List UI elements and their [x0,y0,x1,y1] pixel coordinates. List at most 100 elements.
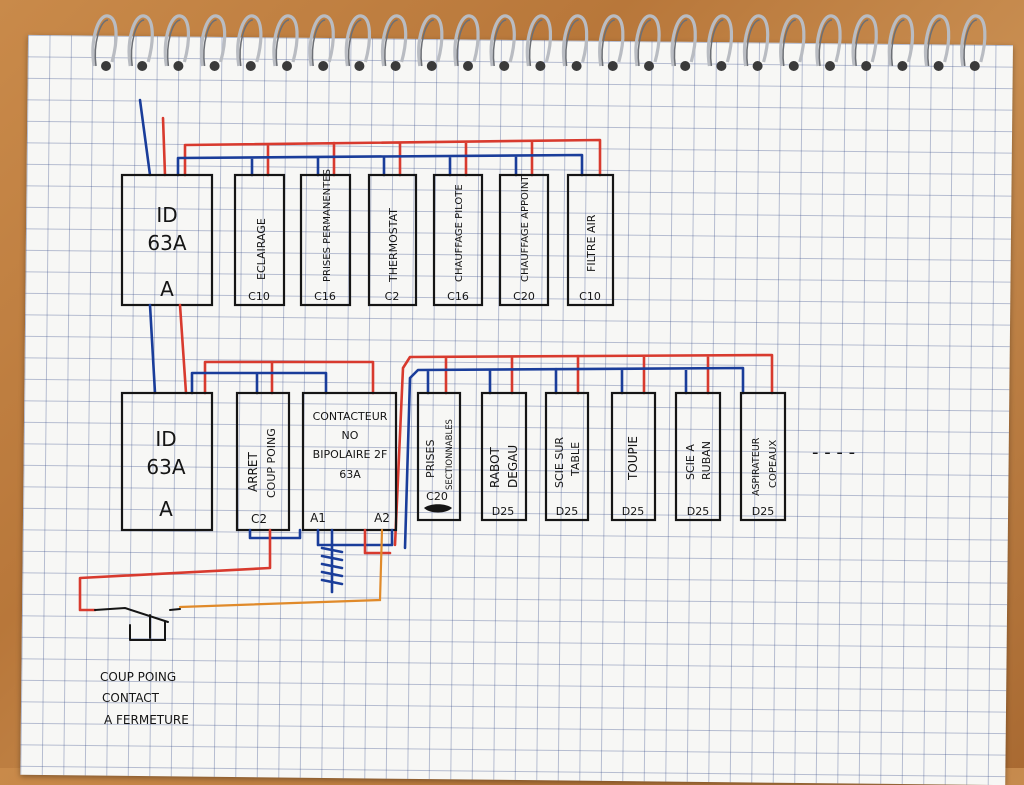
breaker-rating: C2 [385,290,400,303]
breaker-label: CHAUFFAGE PILOTE [454,184,465,282]
breaker-rating: C20 [513,290,535,303]
row2-neutral-bus-left [190,371,328,395]
arret-rating: C2 [251,512,267,526]
breaker-label1: ASPIRATEUR [751,437,762,496]
row2-breaker: SCIE SUR TABLE D25 [544,391,590,522]
binding-ring [417,14,444,67]
breaker-rating: D25 [556,505,578,518]
breaker-rating: C10 [579,290,601,303]
binding-hole [969,61,980,71]
binding-ring-shadow [673,19,688,67]
row2-phase-bus-left [203,360,375,395]
row1-neutral-bus [176,153,584,177]
breaker-rating: D25 [752,505,774,518]
binding-ring-shadow [927,19,941,67]
binding-ring-shadow [420,19,435,67]
binding-ring [887,14,915,67]
binding-ring [779,14,806,67]
binding-hole [607,61,618,71]
row1-main-breaker [120,173,214,307]
row1-phase-bus [183,138,602,177]
binding-hole [209,61,220,71]
binding-hole [680,61,691,71]
binding-ring [634,14,661,67]
binding-ring-shadow [709,19,724,67]
breaker-rating: D25 [492,505,514,518]
binding-ring [272,14,299,67]
row2-breaker: RABOT DEGAU D25 [480,391,528,522]
supply-phase-wire [161,116,167,177]
breaker-label2: RUBAN [700,441,713,480]
breaker-rating: C10 [248,290,270,303]
binding-ring [163,14,191,67]
row2-main-breaker [120,391,214,532]
control-neutral-wire [248,528,394,547]
binding-hole [426,61,437,71]
breaker-label1: SCIE SUR [553,437,566,488]
binding-ring [562,14,589,67]
row2-main-line2: 63A [146,455,185,479]
binding-hole [101,61,111,71]
binding-ring-shadow [890,19,905,67]
breaker-label2: TABLE [569,442,582,477]
row2-breaker: TOUPIE D25 [610,391,657,522]
binding-ring-shadow [130,19,145,67]
binding-hole [499,61,510,71]
binding-ring [924,14,951,67]
binding-ring-shadow [203,19,217,67]
arret-label1: ARRET [246,452,260,492]
breaker-label2: SECTIONNABLES [445,419,455,490]
binding-hole [933,61,944,71]
binding-hole [463,61,473,71]
binding-ring-shadow [239,19,254,67]
binding-ring [598,14,625,67]
binding-hole [354,61,365,71]
binding-ring [489,14,516,67]
binding-ring [815,14,842,67]
breaker-label: ECLAIRAGE [255,218,268,280]
arret-label2: COUP POING [265,428,278,498]
binding-ring [308,14,335,67]
binding-hole [644,61,654,71]
binding-ring [851,14,878,67]
binding-ring-shadow [854,19,869,67]
link-phase-wire [178,303,188,395]
contactor-line4: 63A [339,468,361,481]
breaker-label: FILTRE AIR [585,214,598,272]
binding-hole [390,61,401,71]
binding-ring [743,14,770,67]
scribble-mark [424,504,452,513]
binding-ring-shadow [166,19,181,67]
row2-phase-bus-right [393,353,774,547]
switch-icon [94,606,181,641]
binding-ring-shadow [637,19,652,67]
binding-hole [571,61,582,71]
binding-hole [137,61,148,71]
binding-ring-shadow [94,19,109,67]
binding-hole [716,61,727,71]
contactor-line2: NO [342,429,359,442]
breaker-rating: C20 [426,490,448,503]
row1-breaker: PRISES PERMANENTES C16 [299,169,352,307]
breaker-label: THERMOSTAT [387,208,400,283]
binding-hole [282,61,292,71]
row2-breaker: PRISES SECTIONNABLES C20 [416,391,462,522]
row2-main-line1: ID [155,427,176,451]
binding-hole [897,61,908,71]
control-return-wire [178,528,384,609]
binding-ring-shadow [275,19,290,67]
contactor-line1: CONTACTEUR [313,410,388,423]
row1-breaker: THERMOSTAT C2 [367,173,418,307]
coil-icon [320,528,344,594]
binding-ring-shadow [601,19,616,67]
binding-ring-shadow [311,19,326,67]
row2-neutral-bus-right [403,366,745,550]
contactor: CONTACTEUR NO BIPOLAIRE 2F 63A A1 A2 [301,391,398,532]
binding-ring-shadow [492,19,507,67]
row2-breaker: ASPIRATEUR COPEAUX D25 [739,391,787,522]
binding-ring [670,14,697,67]
binding-ring [525,14,553,67]
row2-main-line3: A [159,497,173,521]
binding-ring-shadow [818,19,833,67]
binding-hole [752,61,763,71]
